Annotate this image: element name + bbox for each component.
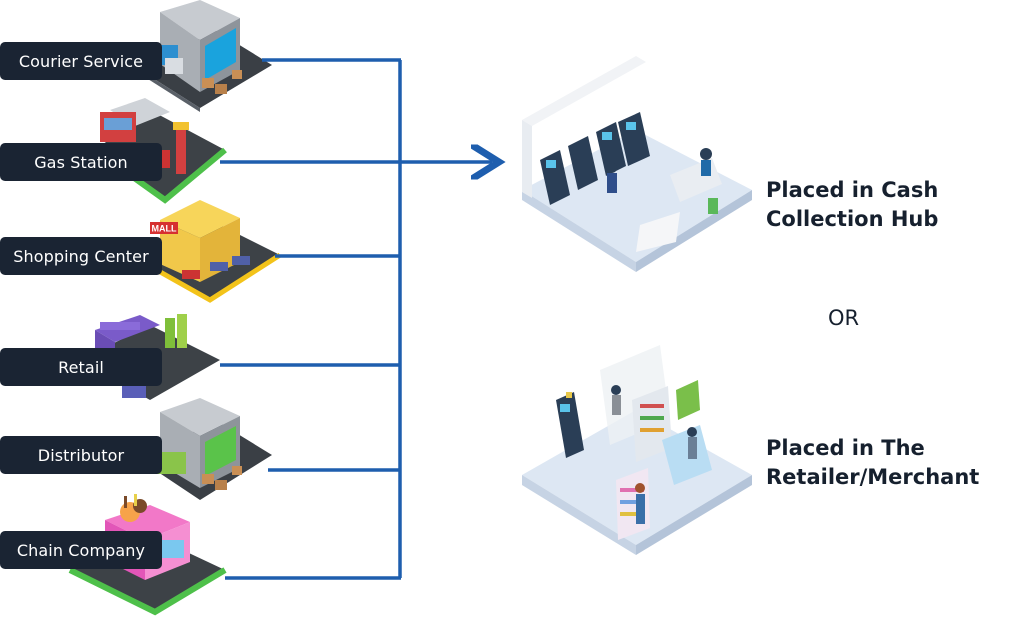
mall-sign: MALL (152, 224, 177, 234)
hub-line-1: Placed in Cash (766, 178, 939, 202)
label-shopping-center: Shopping Center (0, 237, 162, 275)
hub-destination-text: Placed in Cash Collection Hub (766, 176, 938, 234)
label-distributor: Distributor (0, 436, 162, 474)
merchant-line-1: Placed in The (766, 436, 925, 460)
merchant-line-2: Retailer/Merchant (766, 465, 980, 489)
distributor-building-icon (140, 398, 272, 500)
label-chain-company: Chain Company (0, 531, 162, 569)
hub-line-2: Collection Hub (766, 207, 939, 231)
courier-building-icon (140, 0, 272, 112)
retailer-illustration (522, 345, 752, 555)
cash-hub-illustration (522, 56, 752, 272)
or-text: OR (828, 306, 860, 330)
label-retail: Retail (0, 348, 162, 386)
connector-lines (220, 58, 492, 580)
label-gas-station: Gas Station (0, 143, 162, 181)
merchant-destination-text: Placed in The Retailer/Merchant (766, 434, 979, 492)
label-courier-service: Courier Service (0, 42, 162, 80)
mall-building-icon: MALL (128, 200, 282, 303)
